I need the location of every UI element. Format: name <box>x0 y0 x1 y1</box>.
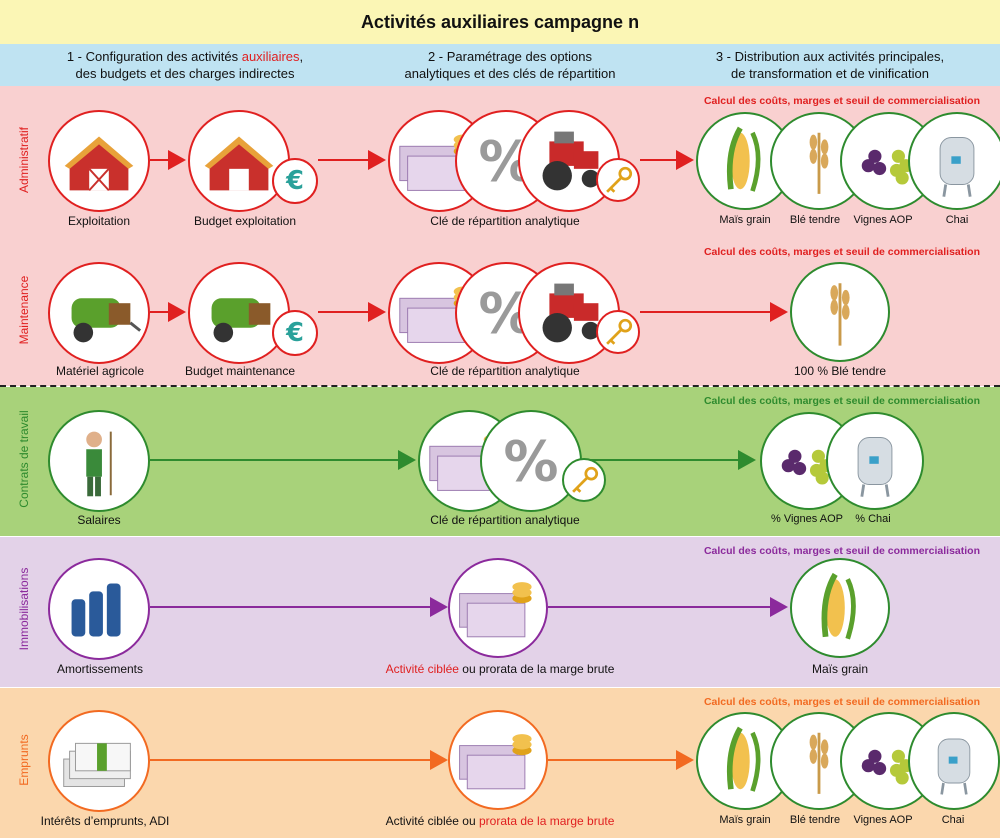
caption-mais-immo: Maïs grain <box>811 662 869 676</box>
key-icon-contrats <box>562 458 606 502</box>
svg-text:€: € <box>285 166 304 196</box>
column-headers: 1 - Configuration des activités auxiliai… <box>0 44 1000 86</box>
caption-emprunts-mais: Maïs grain <box>719 814 771 826</box>
caption-amortissements: Amortissements <box>56 662 144 676</box>
caption-budget-exploitation: Budget exploitation <box>193 214 297 228</box>
caption-budget-maintenance: Budget maintenance <box>184 364 296 378</box>
arrow-immobilisations-1 <box>150 597 448 617</box>
header-col-1: 1 - Configuration des activités auxiliai… <box>66 49 304 81</box>
cash-stack-icon <box>48 710 150 812</box>
arrow-administratif-1 <box>150 150 186 170</box>
silos-icon <box>48 558 150 660</box>
header-col-2: 2 - Paramétrage des options analytiques … <box>404 49 616 81</box>
key-icon <box>596 158 640 202</box>
caption-exploitation: Exploitation <box>67 214 131 228</box>
percent-icon-contrats: % <box>480 410 582 512</box>
caption-prorata-emprunts: Activité ciblée ou prorata de la marge b… <box>385 814 615 828</box>
arrow-contrats-2 <box>582 450 756 470</box>
euro-icon: € <box>272 158 318 204</box>
caption-cle-contrats: Clé de répartition analytique <box>430 513 580 527</box>
svg-text:€: € <box>285 318 304 348</box>
calc-label-contrats: Calcul des coûts, marges et seuil de com… <box>703 395 980 407</box>
arrow-immobilisations-2 <box>548 597 788 617</box>
caption-emprunts-chai: Chai <box>941 814 965 826</box>
baler-icon <box>48 262 150 364</box>
farmer-icon <box>48 410 150 512</box>
caption-cle-maintenance: Clé de répartition analytique <box>430 364 580 378</box>
caption-materiel-agricole: Matériel agricole <box>55 364 145 378</box>
calc-label-administratif: Calcul des coûts, marges et seuil de com… <box>703 95 980 107</box>
caption-interets-emprunts: Intérêts d’emprunts, ADI <box>40 814 170 828</box>
arrow-emprunts-1 <box>150 750 448 770</box>
caption-target-vignes: Vignes AOP <box>853 214 913 226</box>
svg-text:%: % <box>504 430 559 494</box>
caption-activite-ciblee-immo: Activité ciblée ou prorata de la marge b… <box>385 662 615 676</box>
calc-label-maintenance: Calcul des coûts, marges et seuil de com… <box>703 246 980 258</box>
caption-salaires: Salaires <box>77 513 121 527</box>
arrow-contrats-1 <box>150 450 416 470</box>
calc-label-emprunts: Calcul des coûts, marges et seuil de com… <box>703 696 980 708</box>
diagram-title: Activités auxiliaires campagne n <box>0 0 1000 44</box>
wheat-icon-maintenance <box>790 262 890 362</box>
caption-emprunts-vignes: Vignes AOP <box>853 814 913 826</box>
vat-tank-icon <box>908 112 1000 210</box>
caption-pct-vignes: % Vignes AOP <box>771 513 843 525</box>
vat-tank-icon-contrats <box>826 412 924 510</box>
euro-icon-maintenance: € <box>272 310 318 356</box>
arrow-administratif-3 <box>640 150 694 170</box>
caption-emprunts-ble: Blé tendre <box>789 814 841 826</box>
caption-target-100-ble: 100 % Blé tendre <box>793 364 887 378</box>
arrow-administratif-2 <box>318 150 386 170</box>
caption-target-ble: Blé tendre <box>789 214 841 226</box>
key-icon-maintenance <box>596 310 640 354</box>
arrow-maintenance-3 <box>640 302 788 322</box>
banknotes-coins-icon-emprunts <box>448 710 548 810</box>
caption-target-mais: Maïs grain <box>719 214 771 226</box>
header-col-3: 3 - Distribution aux activités principal… <box>715 49 945 81</box>
arrow-emprunts-2 <box>548 750 694 770</box>
arrow-maintenance-2 <box>318 302 386 322</box>
vat-tank-icon-emprunts <box>908 712 1000 810</box>
barn-icon <box>48 110 150 212</box>
caption-target-chai: Chai <box>945 214 969 226</box>
caption-cle-administratif: Clé de répartition analytique <box>430 214 580 228</box>
section-divider <box>0 385 1000 387</box>
banknotes-coins-icon-immobilisations <box>448 558 548 658</box>
corn-icon-immobilisations <box>790 558 890 658</box>
corn-icon-emprunts <box>696 712 794 810</box>
calc-label-immobilisations: Calcul des coûts, marges et seuil de com… <box>703 545 980 557</box>
arrow-maintenance-1 <box>150 302 186 322</box>
barn-budget-icon <box>188 110 290 212</box>
caption-pct-chai: % Chai <box>855 513 891 525</box>
baler-budget-icon <box>188 262 290 364</box>
